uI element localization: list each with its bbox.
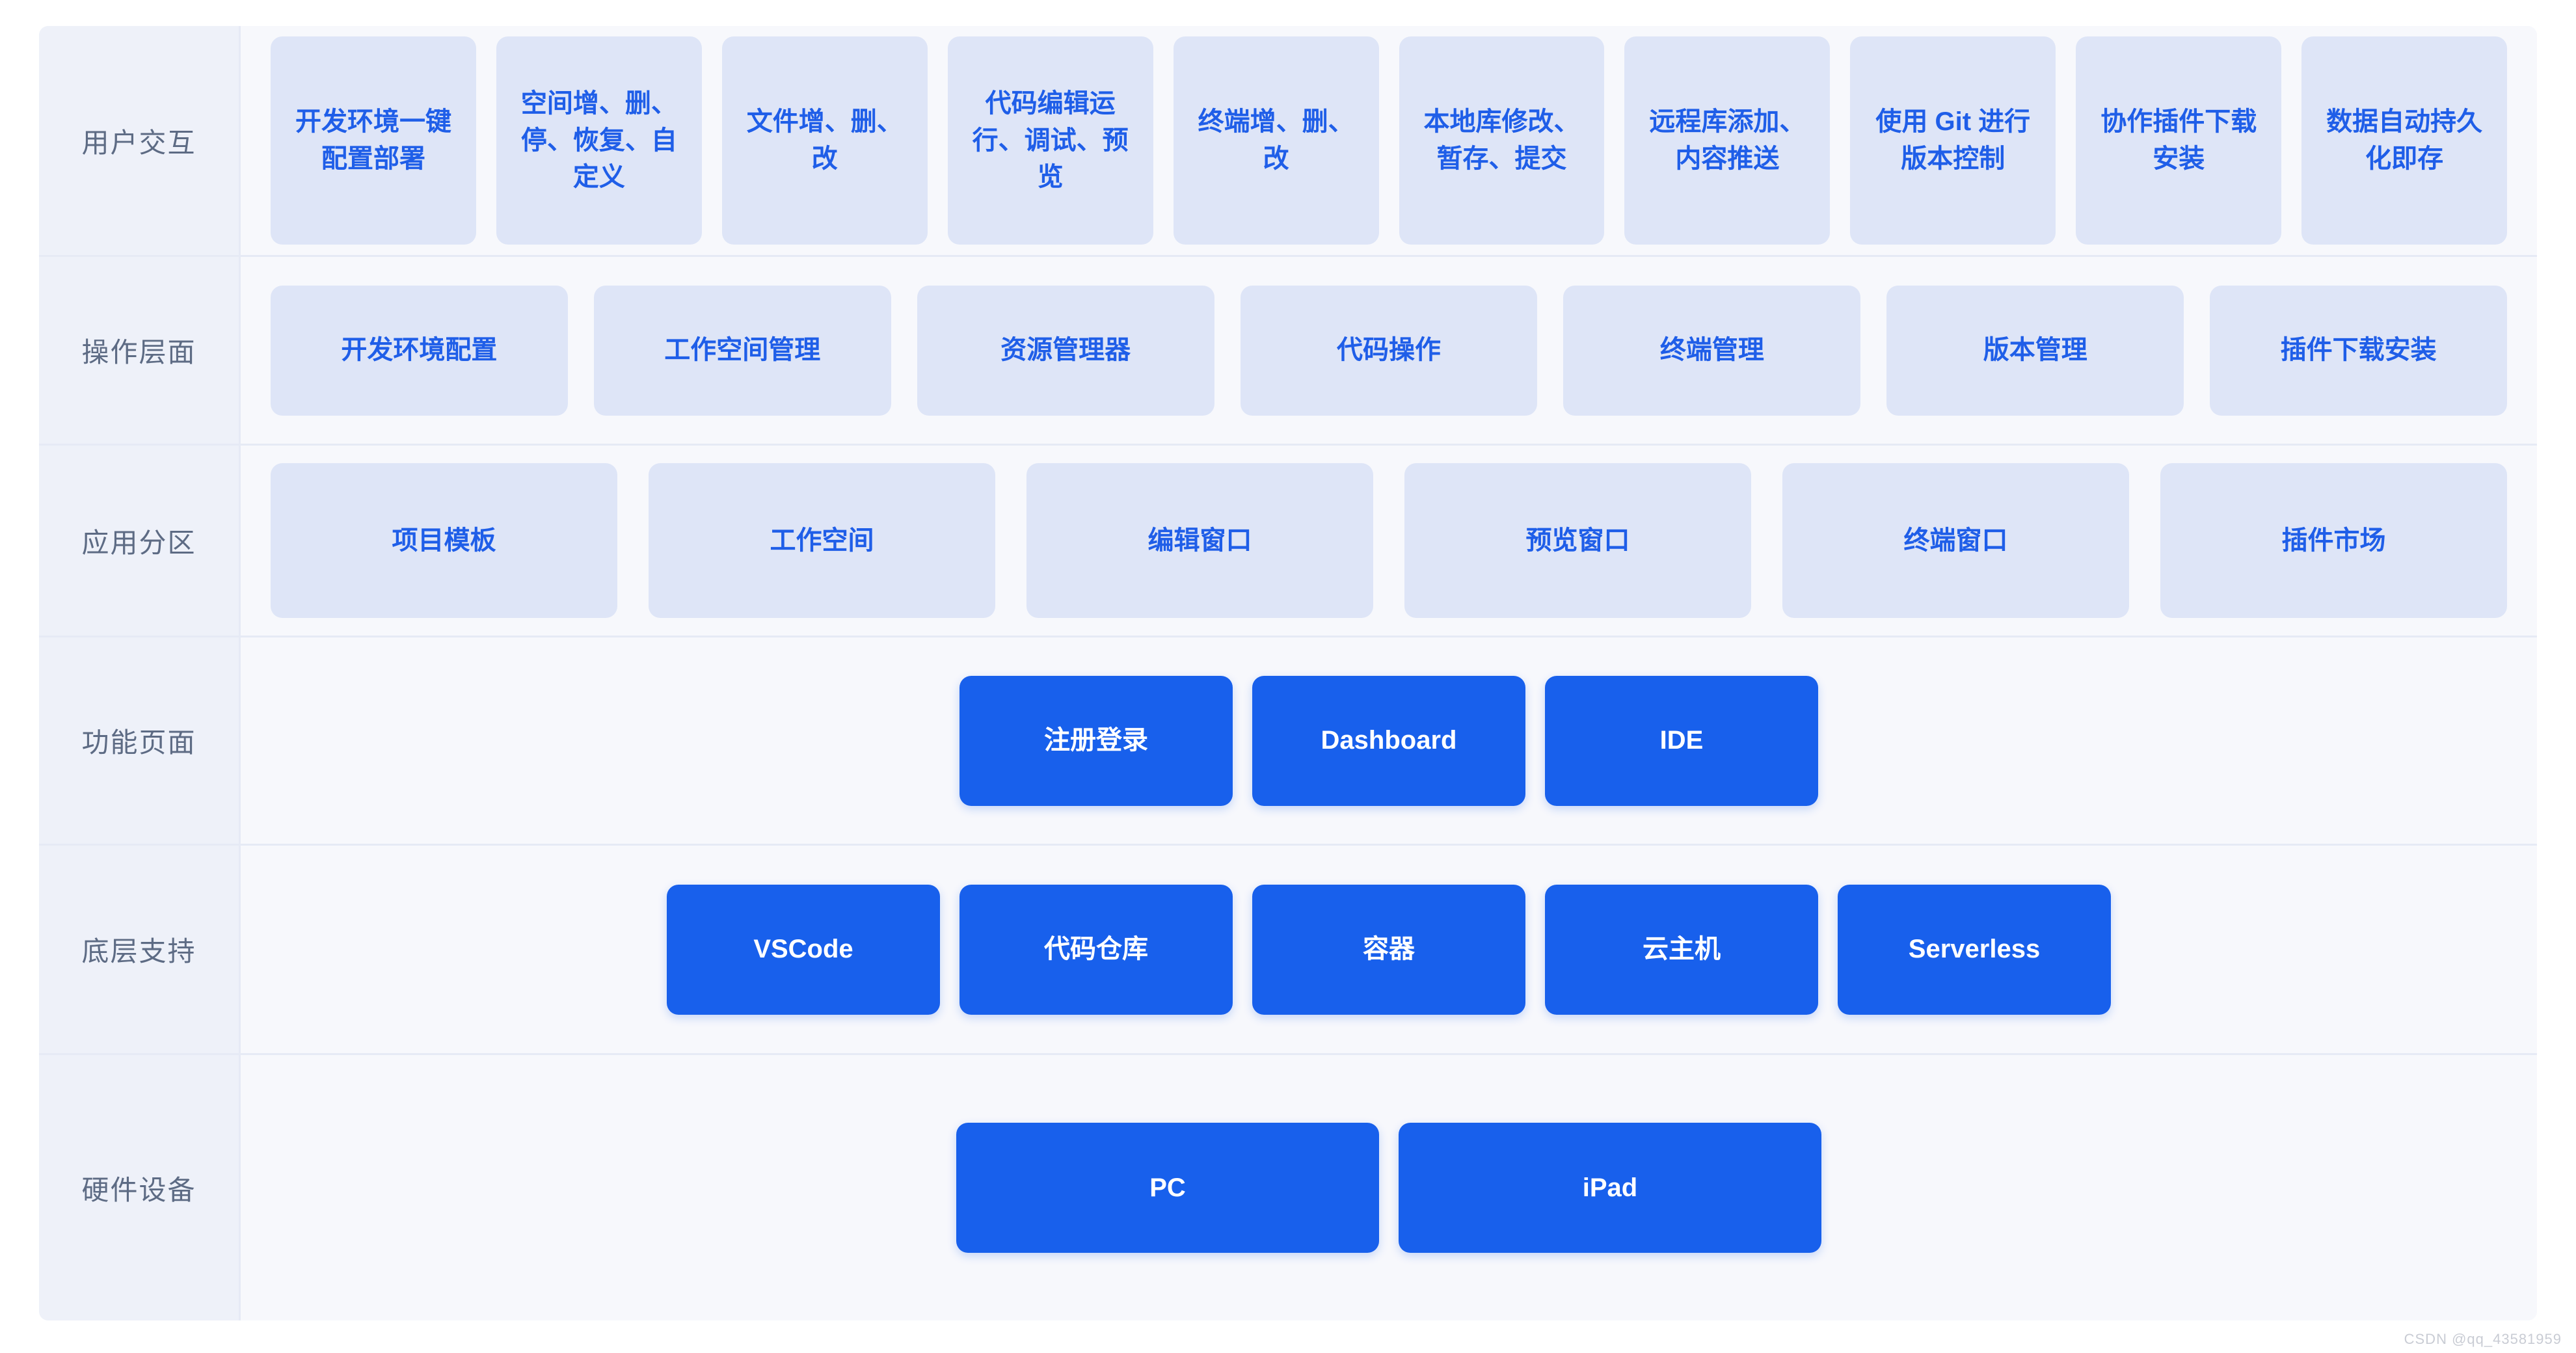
layer-row: 操作层面开发环境配置工作空间管理资源管理器代码操作终端管理版本管理插件下载安装 (39, 257, 2537, 446)
layer-card[interactable]: 协作插件下载安装 (2076, 36, 2282, 245)
layer-card[interactable]: iPad (1399, 1123, 1821, 1253)
layer-row: 用户交互开发环境一键配置部署空间增、删、停、恢复、自定义文件增、删、改代码编辑运… (39, 26, 2537, 257)
layer-row-label: 应用分区 (39, 446, 241, 636)
layer-card[interactable]: Serverless (1838, 884, 2111, 1015)
layer-row-cards: 项目模板工作空间编辑窗口预览窗口终端窗口插件市场 (241, 446, 2537, 636)
layer-card[interactable]: 编辑窗口 (1026, 463, 1373, 618)
layer-row-cards: 开发环境配置工作空间管理资源管理器代码操作终端管理版本管理插件下载安装 (241, 257, 2537, 444)
layer-card[interactable]: VSCode (667, 884, 940, 1015)
layer-row-cards: 开发环境一键配置部署空间增、删、停、恢复、自定义文件增、删、改代码编辑运行、调试… (241, 26, 2537, 255)
layer-card[interactable]: 终端窗口 (1782, 463, 2129, 618)
layer-row: 应用分区项目模板工作空间编辑窗口预览窗口终端窗口插件市场 (39, 446, 2537, 637)
layer-row-label: 操作层面 (39, 257, 241, 444)
layer-row-label: 用户交互 (39, 26, 241, 255)
layer-card[interactable]: 插件市场 (2160, 463, 2507, 618)
watermark: CSDN @qq_43581959 (2404, 1331, 2562, 1347)
layer-row-label: 底层支持 (39, 846, 241, 1053)
layer-card[interactable]: 云主机 (1545, 884, 1818, 1015)
layer-card[interactable]: 数据自动持久化即存 (2301, 36, 2508, 245)
layer-card[interactable]: 工作空间管理 (593, 285, 891, 416)
architecture-layer-diagram: 用户交互开发环境一键配置部署空间增、删、停、恢复、自定义文件增、删、改代码编辑运… (39, 26, 2537, 1320)
layer-card[interactable]: 版本管理 (1886, 285, 2184, 416)
layer-card[interactable]: 代码操作 (1240, 285, 1538, 416)
layer-card[interactable]: 注册登录 (959, 675, 1233, 806)
layer-card[interactable]: 代码仓库 (959, 884, 1233, 1015)
layer-row-label: 功能页面 (39, 637, 241, 844)
layer-card[interactable]: 本地库修改、暂存、提交 (1399, 36, 1605, 245)
layer-card[interactable]: PC (956, 1123, 1379, 1253)
layer-card[interactable]: 项目模板 (271, 463, 617, 618)
layer-card[interactable]: 代码编辑运行、调试、预览 (947, 36, 1153, 245)
layer-card[interactable]: 终端管理 (1563, 285, 1861, 416)
layer-card[interactable]: Dashboard (1252, 675, 1525, 806)
layer-row-label: 硬件设备 (39, 1055, 241, 1320)
layer-card[interactable]: IDE (1545, 675, 1818, 806)
layer-card[interactable]: 容器 (1252, 884, 1525, 1015)
layer-card[interactable]: 预览窗口 (1404, 463, 1751, 618)
layer-card[interactable]: 远程库添加、内容推送 (1624, 36, 1831, 245)
layer-card[interactable]: 资源管理器 (917, 285, 1214, 416)
layer-card[interactable]: 文件增、删、改 (721, 36, 928, 245)
layer-card[interactable]: 工作空间 (649, 463, 995, 618)
layer-card[interactable]: 空间增、删、停、恢复、自定义 (496, 36, 702, 245)
layer-card[interactable]: 终端增、删、改 (1173, 36, 1379, 245)
layer-card[interactable]: 开发环境配置 (271, 285, 568, 416)
layer-card[interactable]: 使用 Git 进行版本控制 (1850, 36, 2056, 245)
layer-card[interactable]: 插件下载安装 (2210, 285, 2508, 416)
layer-card[interactable]: 开发环境一键配置部署 (271, 36, 476, 245)
